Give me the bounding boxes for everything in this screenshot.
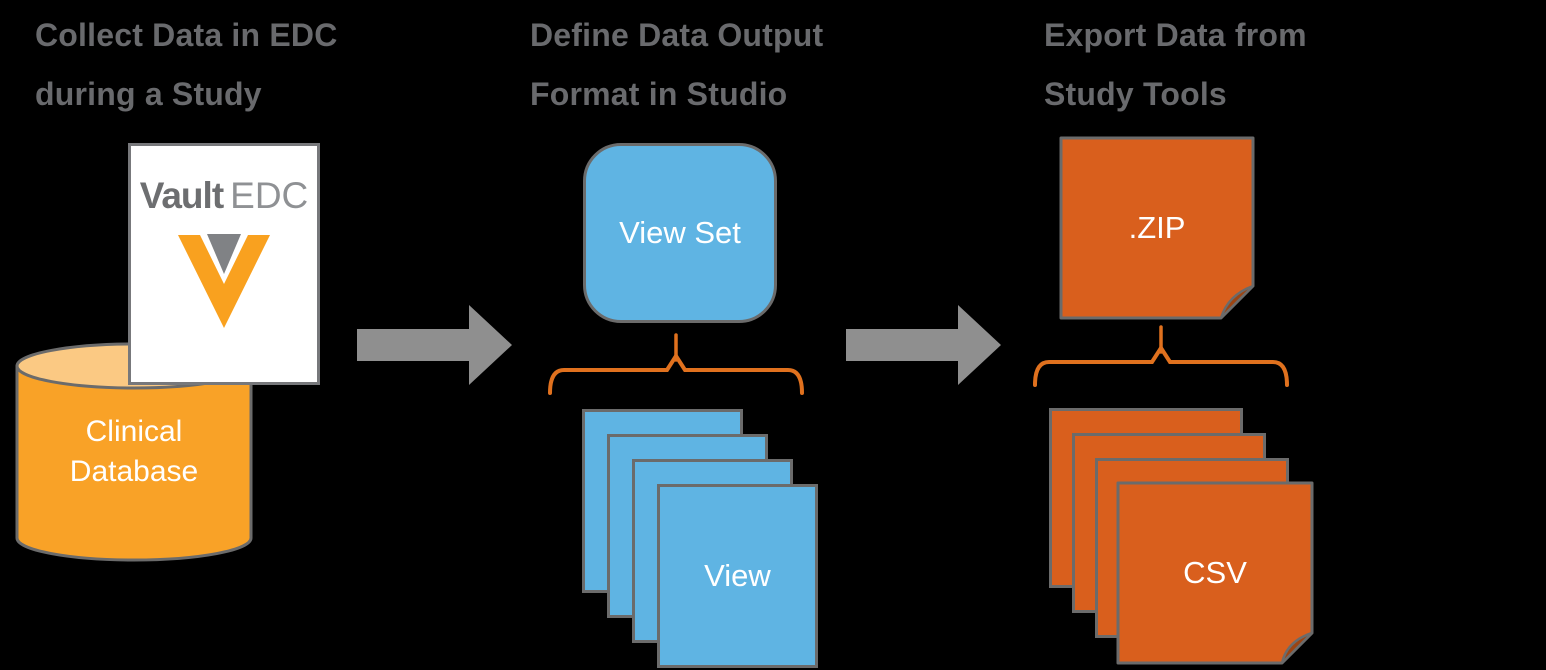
- right-arrow-shape: [357, 305, 512, 385]
- flow-arrow-icon-1: [357, 305, 512, 385]
- view-page-front: View: [657, 484, 818, 668]
- veeva-v-logo-icon: [178, 234, 270, 328]
- step-title-define-line2: Format in Studio: [530, 76, 788, 112]
- zip-label: .ZIP: [1128, 210, 1186, 245]
- clinical-database-label: Clinical Database: [14, 412, 254, 492]
- veeva-v-orange-chevron: [178, 235, 270, 328]
- step-title-export: Export Data from Study Tools: [1044, 6, 1307, 124]
- csv-folded-corner: [1280, 631, 1314, 665]
- zip-file-node: [1059, 136, 1255, 320]
- step-title-collect-line1: Collect Data in EDC: [35, 17, 338, 53]
- step-title-export-line2: Study Tools: [1044, 76, 1227, 112]
- flow-arrow-icon-2: [846, 305, 1001, 385]
- view-label: View: [704, 558, 771, 593]
- vault-brand-text: Vault: [139, 175, 224, 216]
- cylinder-body: [15, 366, 253, 562]
- view-set-label: View Set: [619, 215, 741, 250]
- clinical-database-line1: Clinical: [85, 415, 183, 448]
- step-title-export-line1: Export Data from: [1044, 17, 1307, 53]
- step-title-collect-line2: during a Study: [35, 76, 262, 112]
- edc-product-text: EDC: [230, 175, 309, 216]
- view-set-node: View Set: [583, 143, 777, 323]
- step-title-collect: Collect Data in EDC during a Study: [35, 6, 338, 124]
- right-arrow-shape: [846, 305, 1001, 385]
- clinical-database-line2: Database: [69, 455, 199, 488]
- zip-folded-corner: [1219, 284, 1255, 320]
- curly-brace-up-icon-csv: [1033, 325, 1289, 387]
- csv-label: CSV: [1183, 555, 1247, 590]
- veeva-v-gray-triangle: [207, 234, 241, 274]
- step-title-define-line1: Define Data Output: [530, 17, 824, 53]
- curly-brace-up-icon-views: [548, 333, 804, 395]
- step-title-define: Define Data Output Format in Studio: [530, 6, 823, 124]
- csv-page-front: [1116, 481, 1314, 665]
